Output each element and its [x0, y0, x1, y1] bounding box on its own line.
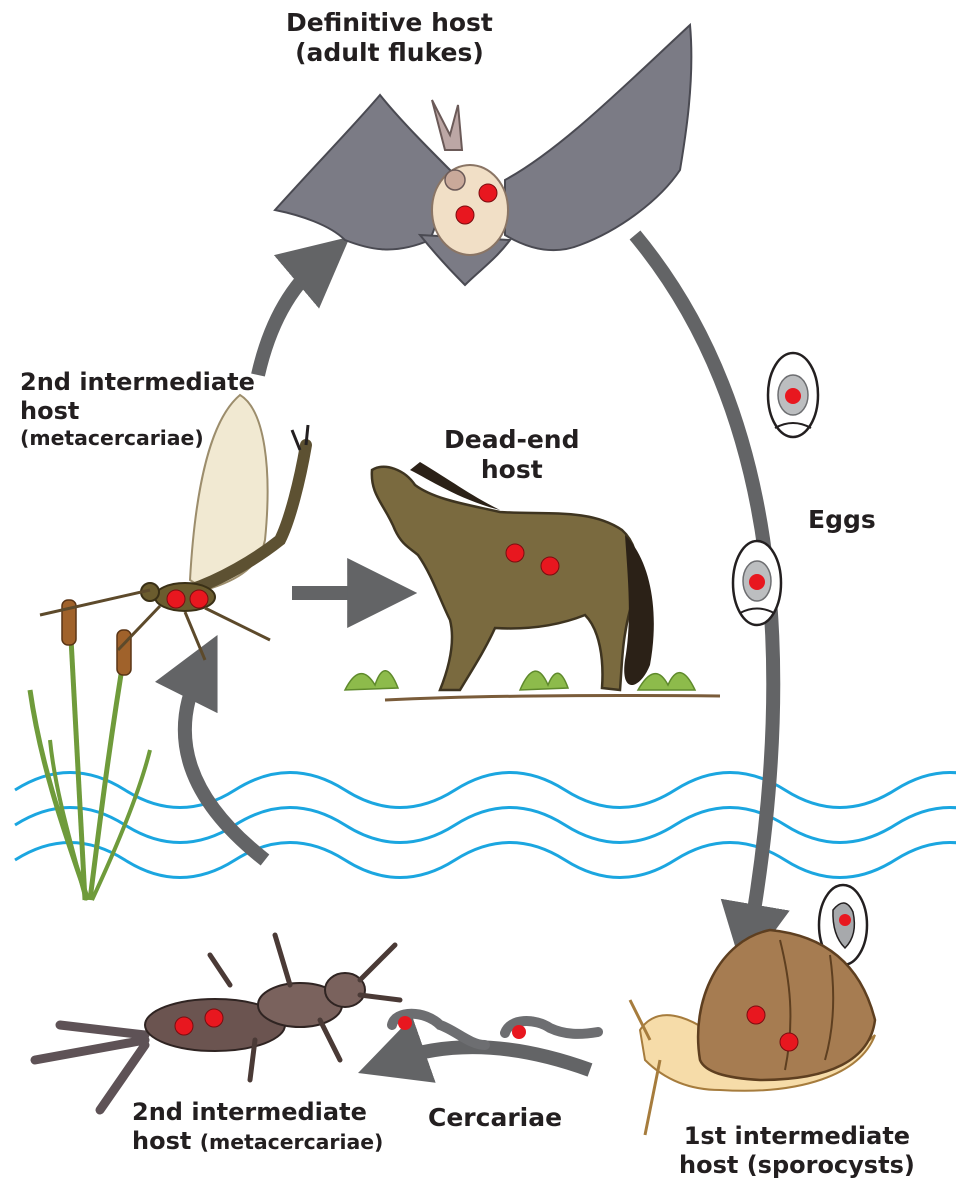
definitive-host-line2: (adult flukes)	[286, 38, 493, 68]
infection-marker	[785, 388, 801, 404]
egg-icon	[768, 353, 818, 437]
eggs-text: Eggs	[808, 505, 876, 535]
cercaria-icon	[505, 1021, 598, 1039]
infection-marker	[175, 1017, 193, 1035]
water-wave-2	[15, 808, 956, 843]
second-intermediate-top-line1: 2nd intermediate	[20, 368, 255, 397]
infection-marker	[398, 1016, 412, 1030]
second-intermediate-bottom-line2: host (metacercariae)	[132, 1127, 383, 1156]
second-intermediate-top-line2: host	[20, 397, 255, 426]
infection-marker	[506, 544, 524, 562]
infection-marker	[839, 914, 851, 926]
infection-marker	[749, 574, 765, 590]
stonefly-nymph-icon	[35, 935, 400, 1110]
infection-marker	[167, 590, 185, 608]
definitive-host-label: Definitive host (adult flukes)	[286, 8, 493, 68]
water-wave-1	[15, 773, 956, 808]
dead-end-host-label: Dead-end host	[444, 425, 580, 485]
infection-marker	[541, 557, 559, 575]
snail-icon	[630, 930, 875, 1135]
infection-marker	[190, 590, 208, 608]
cercariae-text: Cercariae	[428, 1103, 562, 1133]
first-intermediate-line2: host (sporocysts)	[679, 1151, 915, 1180]
dead-end-host-line1: Dead-end	[444, 425, 580, 455]
arrow-to-mayfly	[185, 670, 265, 860]
cercariae-label: Cercariae	[428, 1103, 562, 1133]
definitive-host-line1: Definitive host	[286, 8, 493, 38]
second-intermediate-bottom-line1: 2nd intermediate	[132, 1098, 383, 1127]
cattail-icon	[30, 600, 150, 900]
second-intermediate-bottom-label: 2nd intermediate host (metacercariae)	[132, 1098, 383, 1156]
second-intermediate-top-label: 2nd intermediate host (metacercariae)	[20, 368, 255, 450]
arrow-cercariae	[395, 1047, 590, 1070]
second-intermediate-top-line3: (metacercariae)	[20, 426, 255, 450]
infection-marker	[780, 1033, 798, 1051]
water-waves	[15, 773, 956, 878]
eggs-label: Eggs	[808, 505, 876, 535]
water-wave-3	[15, 843, 956, 878]
infection-marker	[747, 1006, 765, 1024]
infection-marker	[479, 184, 497, 202]
first-intermediate-label: 1st intermediate host (sporocysts)	[679, 1122, 915, 1180]
infection-marker	[456, 206, 474, 224]
infection-marker	[205, 1009, 223, 1027]
first-intermediate-line1: 1st intermediate	[679, 1122, 915, 1151]
egg-icon	[733, 541, 781, 625]
dead-end-host-line2: host	[444, 455, 580, 485]
cercaria-icon	[392, 1014, 485, 1045]
horse-icon	[345, 462, 720, 700]
second-intermediate-bottom-host: host	[132, 1127, 191, 1155]
second-intermediate-bottom-stage: (metacercariae)	[200, 1130, 384, 1154]
arrow-to-bat	[258, 262, 320, 375]
infection-marker	[512, 1025, 526, 1039]
